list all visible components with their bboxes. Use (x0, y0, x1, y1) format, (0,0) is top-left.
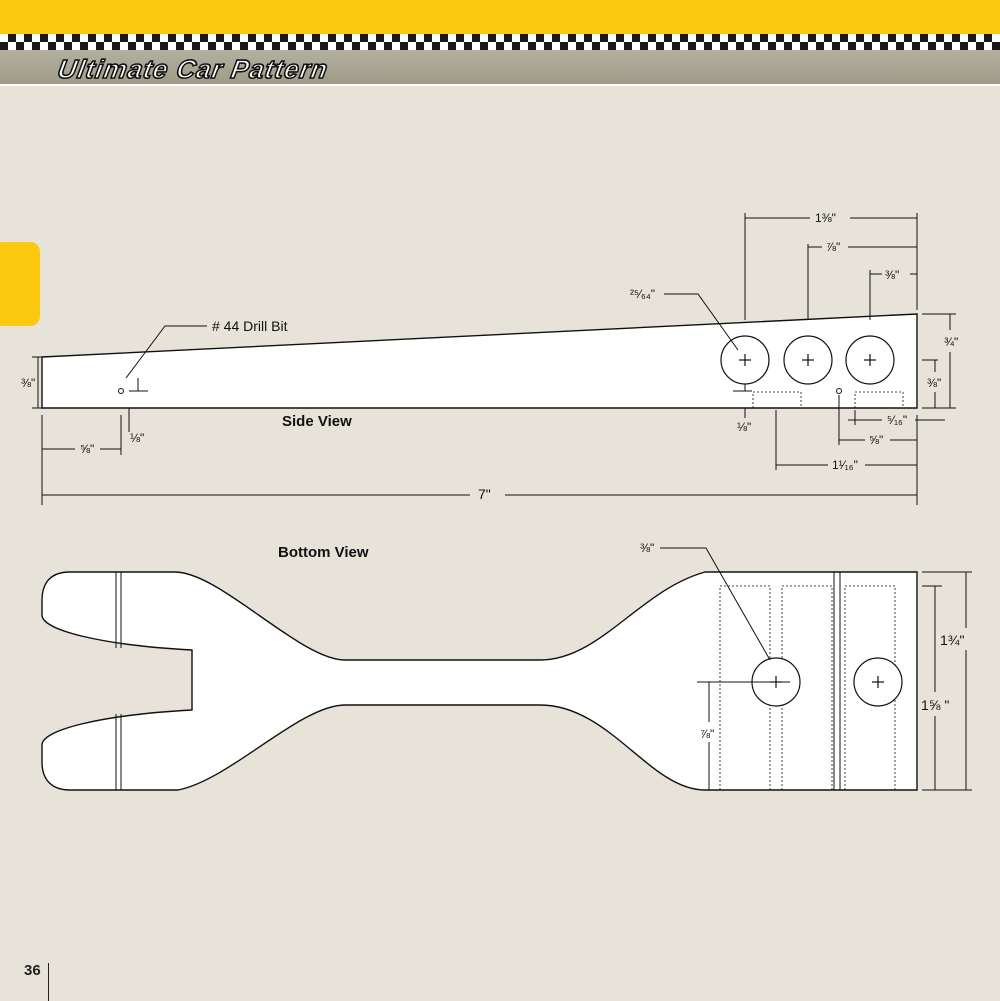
weight-pocket-2 (854, 391, 904, 409)
title-bar (0, 50, 1000, 86)
rear-axle-dim-2-label: ⅝" (869, 433, 883, 447)
drill-note-leader (125, 325, 207, 379)
hole-diameter-label: ²⁵⁄₆₄" (630, 287, 655, 301)
bottom-view-body (41, 571, 918, 791)
side-view: # 44 Drill Bit ⅛" ⅜" ⅝" 7" Side View ²⁵⁄… (21, 211, 958, 505)
hole-span-2-label: ⅞" (826, 240, 840, 254)
top-yellow-band (0, 0, 1000, 34)
weight-pocket-1 (752, 391, 802, 409)
axle-hole-2 (783, 335, 833, 385)
width-outer-label: 1¾" (940, 632, 964, 648)
front-height-label: ⅜" (21, 376, 35, 390)
bottom-hole-diameter-label: ⅜" (640, 541, 654, 555)
rear-height-label: ¾" (944, 335, 958, 349)
front-axle-offset-label: ⅛" (130, 431, 144, 445)
axle-hole-3 (845, 335, 895, 385)
bottom-hole-offset-label: ⅞" (700, 727, 714, 741)
bottom-hole-2 (853, 657, 903, 707)
checkered-flag-stripe (0, 34, 1000, 50)
rear-axle-dim-3-label: 1¹⁄₁₆" (832, 458, 858, 472)
side-view-body (41, 313, 918, 409)
rear-axle-dim-1-label: ⁵⁄₁₆" (887, 413, 907, 427)
side-view-heading: Side View (282, 413, 352, 430)
page-number: 36 (24, 962, 41, 979)
axle-hole-1 (720, 335, 770, 385)
rear-axle-offset-label: ⅛" (737, 420, 751, 434)
bottom-view: Bottom View ⅜" ⅞" (41, 541, 972, 791)
page-number-rule (48, 963, 49, 1001)
front-axle-point (118, 388, 124, 394)
axle-height-label: ⅜" (927, 376, 941, 390)
hole-span-3-label: ⅜" (885, 268, 899, 282)
side-tab-marker (0, 242, 40, 326)
bottom-view-heading: Bottom View (278, 544, 369, 561)
rear-axle-point (836, 388, 842, 394)
hole-span-1-label: 1⅜" (815, 211, 836, 225)
overall-length-label: 7" (478, 486, 491, 502)
width-inner-label: 1⅝ " (921, 697, 949, 713)
front-axle-distance-label: ⅝" (80, 442, 94, 456)
drill-note: # 44 Drill Bit (212, 318, 288, 334)
